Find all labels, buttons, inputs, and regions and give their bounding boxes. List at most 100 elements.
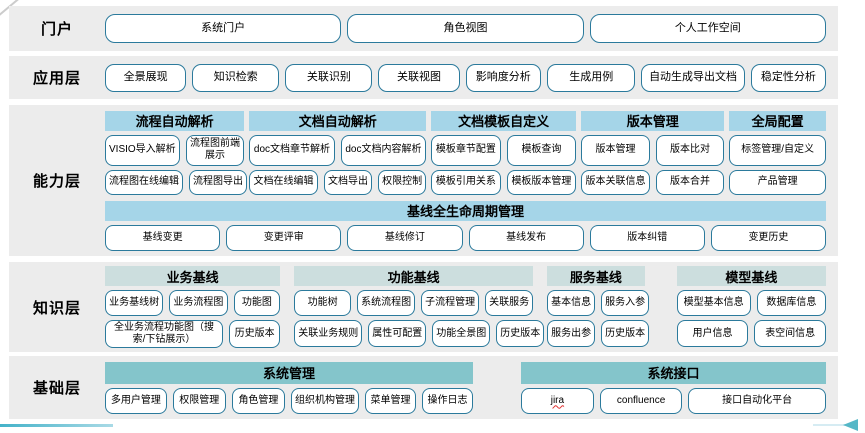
- module-box: 模板版本管理: [506, 169, 577, 195]
- module-box: 自动生成导出文档: [641, 63, 745, 92]
- left-arrow-line: [813, 424, 847, 426]
- module-box: 全业务流程功能图（搜索/下钻展示）: [105, 320, 224, 348]
- module-box: 版本管理: [581, 134, 650, 166]
- module-box: 系统流程图: [357, 290, 416, 316]
- group-system-interface: 系统接口 jira confluence 接口自动化平台: [521, 361, 826, 414]
- layer-label-knowledge: 知识层: [32, 299, 81, 317]
- group-model-baseline: 模型基线 模型基本信息 数据库信息 用户信息 表空间信息: [676, 266, 827, 348]
- group-header: 文档模板自定义: [431, 110, 577, 131]
- module-box: 全景展现: [105, 63, 187, 92]
- layer-band-capability: 能力层 流程自动解析 VISIO导入解析 流程图前端展示 流程图在线编辑 流程图…: [9, 105, 838, 256]
- bottom-left-line-decoration: [0, 424, 113, 427]
- module-box: 功能树: [294, 290, 352, 316]
- module-box: 历史版本: [496, 320, 545, 347]
- baseline-header: 基线全生命周期管理: [105, 200, 826, 221]
- module-box: 组织机构管理: [291, 387, 360, 414]
- module-box: 个人工作空间: [589, 14, 826, 43]
- group-header: 模型基线: [676, 266, 827, 286]
- module-box: 文档在线编辑: [249, 169, 318, 195]
- module-box: 基线变更: [105, 224, 221, 251]
- module-box: 变更评审: [226, 224, 342, 251]
- group-version-mgmt: 版本管理 版本管理 版本比对 版本关联信息 版本合并: [581, 110, 725, 195]
- module-box: jira: [521, 387, 594, 414]
- module-box: 生成用例: [546, 63, 636, 92]
- module-box: 数据库信息: [756, 290, 827, 316]
- module-box: 产品管理: [729, 169, 826, 195]
- module-box: 知识检索: [192, 63, 280, 92]
- module-box: 权限控制: [378, 169, 427, 195]
- module-box: 关联识别: [285, 63, 373, 92]
- group-doc-template: 文档模板自定义 模板章节配置 模板查询 模板引用关系 模板版本管理: [431, 110, 577, 195]
- layer-band-knowledge: 知识层 业务基线 业务基线树 业务流程图 功能图 全业务流程功能图（搜索/下钻展…: [9, 262, 838, 352]
- module-box: 操作日志: [422, 387, 473, 414]
- module-box: 业务流程图: [169, 290, 228, 316]
- module-box: 功能全景图: [432, 320, 491, 347]
- module-box: 影响度分析: [465, 63, 541, 92]
- group-business-baseline: 业务基线 业务基线树 业务流程图 功能图 全业务流程功能图（搜索/下钻展示） 历…: [105, 266, 281, 348]
- group-system-mgmt: 系统管理 多用户管理 权限管理 角色管理 组织机构管理 菜单管理 操作日志: [105, 361, 473, 414]
- module-box: 模板引用关系: [431, 169, 501, 195]
- group-header: 服务基线: [547, 266, 645, 286]
- module-box: 基本信息: [547, 290, 596, 316]
- group-header: 流程自动解析: [105, 110, 245, 131]
- module-box: 表空间信息: [754, 320, 827, 347]
- left-arrow-icon: [843, 419, 858, 431]
- group-header: 版本管理: [581, 110, 725, 131]
- module-box: 关联视图: [378, 63, 460, 92]
- foundation-groups: 系统管理 多用户管理 权限管理 角色管理 组织机构管理 菜单管理 操作日志 系统…: [105, 361, 826, 414]
- module-box: 属性可配置: [368, 320, 427, 347]
- module-box: 历史版本: [229, 320, 281, 348]
- group-process-parse: 流程自动解析 VISIO导入解析 流程图前端展示 流程图在线编辑 流程图导出: [105, 110, 247, 195]
- group-service-baseline: 服务基线 基本信息 服务入参 服务出参 历史版本: [547, 266, 650, 348]
- layer-label-application: 应用层: [32, 70, 81, 87]
- module-box: 版本合并: [655, 169, 725, 195]
- module-box: 权限管理: [172, 387, 226, 414]
- module-box: 历史版本: [601, 320, 650, 347]
- module-box: 流程图导出: [189, 169, 247, 195]
- group-header: 文档自动解析: [249, 110, 427, 131]
- module-box: 关联服务: [485, 290, 534, 316]
- jira-label: jira: [550, 394, 565, 406]
- layer-band-application: 应用层 全景展现 知识检索 关联识别 关联视图 影响度分析 生成用例 自动生成导…: [9, 56, 838, 99]
- knowledge-groups: 业务基线 业务基线树 业务流程图 功能图 全业务流程功能图（搜索/下钻展示） 历…: [105, 266, 827, 348]
- module-box: 角色视图: [347, 14, 584, 43]
- layer-label-capability: 能力层: [32, 173, 81, 190]
- layer-label-portal: 门户: [40, 21, 73, 38]
- module-box: 标签管理/自定义: [729, 134, 826, 166]
- module-box: 流程图前端展示: [185, 134, 245, 166]
- group-doc-parse: 文档自动解析 doc文档章节解析 doc文档内容解析 文档在线编辑 文档导出 权…: [249, 110, 427, 195]
- group-header: 系统管理: [105, 361, 473, 384]
- module-box: 稳定性分析: [750, 63, 827, 92]
- layer-band-foundation: 基础层 系统管理 多用户管理 权限管理 角色管理 组织机构管理 菜单管理 操作日…: [9, 356, 838, 419]
- module-box: 接口自动化平台: [688, 387, 826, 414]
- group-header: 系统接口: [521, 361, 826, 384]
- module-box: 版本纠错: [589, 224, 705, 251]
- module-box: confluence: [599, 387, 683, 414]
- layer-label-foundation: 基础层: [32, 380, 81, 397]
- module-box: 版本关联信息: [581, 169, 650, 195]
- module-box: 模型基本信息: [676, 290, 751, 316]
- group-header: 全局配置: [729, 110, 826, 131]
- module-box: 用户信息: [676, 320, 749, 347]
- module-box: 角色管理: [231, 387, 286, 414]
- module-box: 关联业务规则: [294, 320, 363, 347]
- module-box: 业务基线树: [105, 290, 164, 316]
- module-box: 菜单管理: [365, 387, 416, 414]
- group-header: 功能基线: [294, 266, 534, 286]
- portal-row: 系统门户 角色视图 个人工作空间: [105, 14, 826, 43]
- module-box: doc文档章节解析: [249, 134, 335, 166]
- module-box: 模板章节配置: [431, 134, 501, 166]
- module-box: 基线修订: [347, 224, 463, 251]
- module-box: doc文档内容解析: [340, 134, 427, 166]
- module-box: 版本比对: [655, 134, 725, 166]
- module-box: 系统门户: [105, 14, 342, 43]
- baseline-row: 基线变更 变更评审 基线修订 基线发布 版本纠错 变更历史: [105, 224, 827, 251]
- module-box: 功能图: [233, 290, 281, 316]
- module-box: 服务出参: [547, 320, 596, 347]
- module-box: 子流程管理: [421, 290, 480, 316]
- group-header: 业务基线: [105, 266, 281, 286]
- layer-band-portal: 门户 系统门户 角色视图 个人工作空间: [9, 6, 838, 51]
- module-box: 流程图在线编辑: [105, 169, 183, 195]
- module-box: VISIO导入解析: [105, 134, 180, 166]
